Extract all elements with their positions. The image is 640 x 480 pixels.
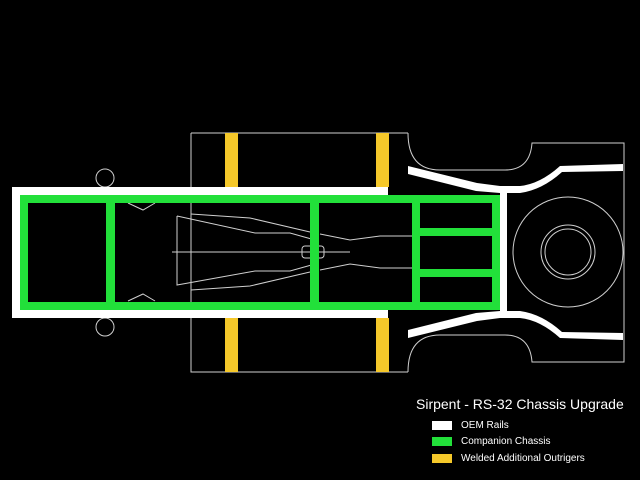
legend-swatch-white (432, 421, 452, 430)
legend-item-oem-rails: OEM Rails (432, 420, 509, 431)
legend-swatch-green (432, 437, 452, 446)
wheel-mount-bottom (95, 317, 115, 337)
legend-label: OEM Rails (461, 420, 509, 431)
welded-outriggers (225, 133, 389, 372)
companion-chassis (20, 195, 500, 310)
legend-label: Companion Chassis (461, 436, 551, 447)
hub-inner (540, 224, 596, 280)
legend-item-companion-chassis: Companion Chassis (432, 436, 551, 447)
transmission-outline (172, 213, 412, 291)
body-outline (95, 132, 625, 373)
hub-core (544, 228, 592, 276)
hub-outer (512, 196, 624, 308)
wheel-mount-top (95, 168, 115, 188)
legend-swatch-yellow (432, 454, 452, 463)
oem-rails (12, 164, 623, 340)
diagram-title: Sirpent - RS-32 Chassis Upgrade (416, 396, 624, 412)
legend-item-outriggers: Welded Additional Outrigers (432, 453, 585, 464)
legend-label: Welded Additional Outrigers (461, 453, 585, 464)
